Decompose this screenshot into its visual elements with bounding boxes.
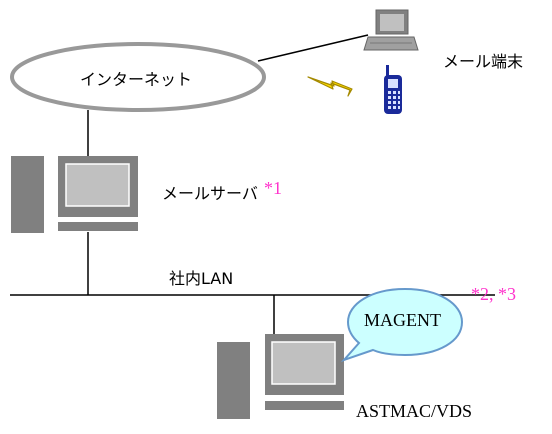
astmac-computer-icon [217,334,344,419]
server-note: *1 [264,178,282,198]
mail-server-label: メールサーバ [162,184,258,203]
agent-note: *2, *3 [471,284,516,304]
astmac-label: ASTMAC/VDS [356,401,473,421]
mail-server-computer-icon [11,156,138,233]
internet-to-terminal-line [257,34,369,62]
internet-ellipse [10,42,266,112]
lan-label: 社内LAN [169,269,234,288]
magent-speech-bubble [340,287,464,363]
internet-label: インターネット [80,70,193,89]
magent-label: MAGENT [364,310,441,330]
mail-terminal-label: メール端末 [443,52,524,71]
lightning-icon [307,76,353,97]
mobile-phone-icon [384,65,402,114]
laptop-icon [363,9,419,51]
